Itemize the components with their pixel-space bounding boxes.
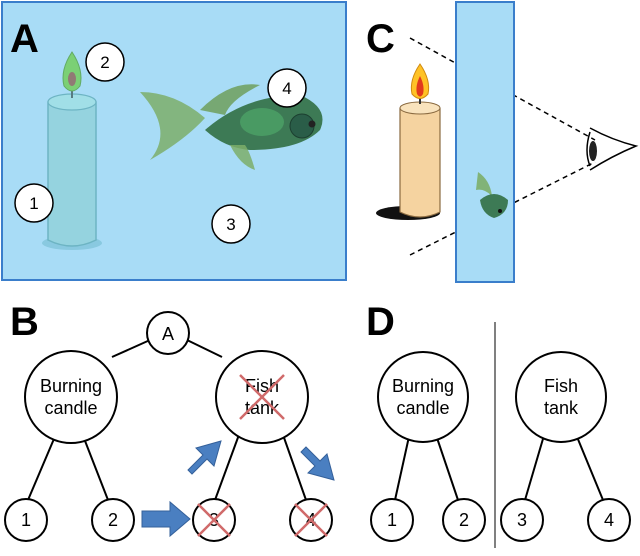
svg-text:Fish: Fish: [544, 376, 578, 396]
tree-d-edges: [394, 431, 604, 501]
tree-b-root-node: A: [146, 311, 190, 355]
tree-b-burning-candle-node: Burning candle: [24, 350, 118, 444]
small-fish: [476, 172, 508, 218]
cross-mark: [294, 503, 328, 537]
tree-d-burning-candle-node: Burning candle: [377, 351, 469, 443]
svg-text:2: 2: [100, 53, 109, 72]
tree-d-fish-tank-node: Fish tank: [515, 351, 607, 443]
panel-a: A 1 2 3: [1, 1, 347, 281]
cross-mark: [239, 374, 285, 420]
reflected-candle: [42, 51, 102, 250]
svg-text:A: A: [162, 324, 174, 344]
svg-text:tank: tank: [544, 398, 579, 418]
svg-text:3: 3: [517, 510, 527, 530]
svg-text:tank: tank: [245, 398, 280, 418]
tree-d-leaf-2: 2: [442, 498, 486, 542]
tree-b-leaf-3: 3: [192, 498, 236, 542]
marker-1: 1: [14, 183, 54, 223]
panel-c-letter: C: [366, 17, 395, 61]
svg-text:Burning: Burning: [40, 376, 102, 396]
tree-b-leaf-2: 2: [91, 498, 135, 542]
svg-text:Burning: Burning: [392, 376, 454, 396]
burning-candle: [376, 63, 441, 220]
tree-b-fish-tank-node: Fish tank: [215, 350, 309, 444]
marker-2: 2: [85, 42, 125, 82]
tree-d-leaf-1: 1: [370, 498, 414, 542]
panel-c: C: [366, 1, 639, 283]
arrow-leaf2-to-leaf3: [141, 500, 191, 538]
tree-d-leaf-4: 4: [587, 498, 631, 542]
eye-icon: [586, 127, 639, 171]
tree-d-leaf-3: 3: [500, 498, 544, 542]
tree-b-leaf-4: 4: [289, 498, 333, 542]
fish: [140, 84, 323, 170]
panel-b: B A Burning candle Fish tank: [4, 300, 335, 542]
tree-b-leaf-1: 1: [4, 498, 48, 542]
svg-text:1: 1: [29, 194, 38, 213]
panel-d: D Burning candle Fish tank 1 2 3: [366, 300, 631, 542]
panel-b-letter: B: [10, 300, 39, 344]
glass-pane: [455, 1, 515, 283]
svg-text:3: 3: [226, 215, 235, 234]
svg-text:2: 2: [108, 510, 118, 530]
svg-text:candle: candle: [44, 398, 97, 418]
arrow-up-to-fish-tank: [187, 440, 222, 475]
svg-text:candle: candle: [396, 398, 449, 418]
panel-d-letter: D: [366, 300, 395, 344]
svg-text:4: 4: [282, 79, 291, 98]
cross-mark: [197, 503, 231, 537]
svg-text:Fish: Fish: [245, 376, 279, 396]
svg-text:2: 2: [459, 510, 469, 530]
svg-text:4: 4: [604, 510, 614, 530]
marker-3: 3: [211, 204, 251, 244]
panel-a-letter: A: [10, 17, 39, 61]
arrow-down-from-fish-tank: [300, 446, 335, 481]
svg-text:1: 1: [21, 510, 31, 530]
svg-text:1: 1: [387, 510, 397, 530]
marker-4: 4: [267, 68, 307, 108]
